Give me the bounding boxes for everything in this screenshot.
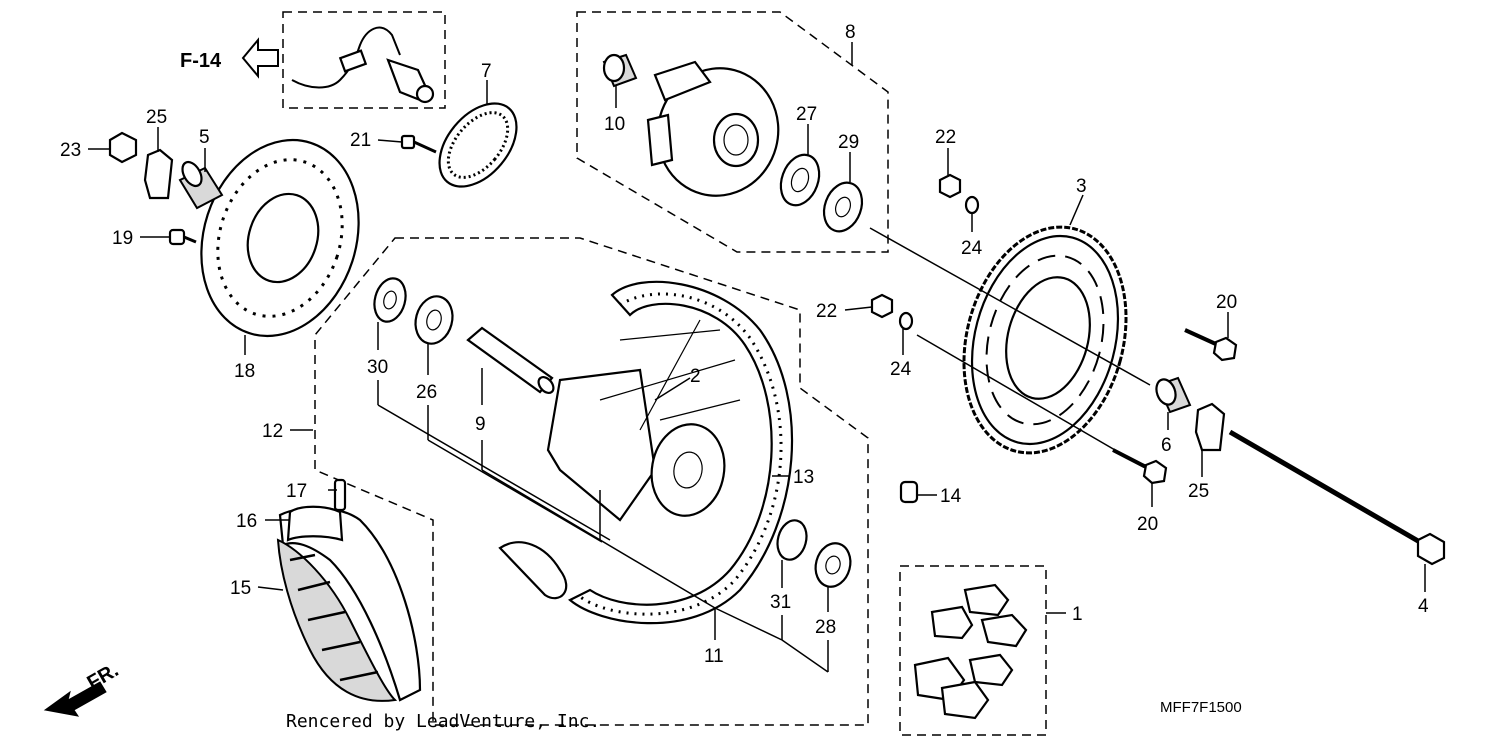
callout-4: 4 [1418, 596, 1429, 617]
final-driven-flange [646, 60, 780, 197]
callout-31: 31 [770, 592, 791, 613]
collar-5 [178, 160, 224, 210]
callout-20a: 20 [1216, 292, 1237, 313]
credit-text: Rencered by LeadVenture, Inc. [286, 711, 600, 732]
washer-24-middle [898, 311, 914, 331]
callout-24b: 24 [890, 359, 912, 380]
callout-28: 28 [815, 617, 836, 638]
callout-26: 26 [416, 382, 437, 403]
bearing-30 [373, 277, 407, 323]
callout-25b: 25 [1188, 481, 1209, 502]
weights-group-box [899, 565, 1047, 736]
bolt-21 [400, 134, 437, 154]
callout-10: 10 [604, 114, 625, 135]
rear-wheel [498, 280, 794, 625]
callout-22a: 22 [935, 127, 956, 148]
callout-13: 13 [793, 467, 814, 488]
valve-17 [333, 478, 347, 512]
callout-21: 21 [350, 130, 371, 151]
brake-disc [200, 138, 360, 338]
distance-collar-9 [466, 326, 555, 394]
hub-collar-10 [602, 53, 638, 88]
pulser-ring-7 [438, 102, 518, 188]
reference-label: F-14 [180, 50, 222, 72]
bracket-25-right [1194, 402, 1226, 452]
callout-20b: 20 [1137, 514, 1158, 535]
rear-tire [276, 507, 422, 702]
bearing-28 [814, 542, 852, 588]
nut-22-middle [870, 293, 894, 319]
diagram-code: MFF7F1500 [1160, 699, 1242, 716]
balance-weights [913, 583, 1028, 720]
nut-23 [108, 131, 138, 164]
reference-arrow-icon [241, 37, 279, 79]
leader-lines [88, 42, 1426, 673]
callout-15: 15 [230, 578, 251, 599]
bracket-25-left [143, 148, 174, 200]
callout-27: 27 [796, 104, 817, 125]
sensor-group-box [282, 11, 446, 109]
hub-group-box [576, 11, 889, 253]
callout-6: 6 [1161, 435, 1172, 456]
callout-3: 3 [1076, 176, 1087, 197]
callout-18: 18 [234, 361, 255, 382]
callout-23: 23 [60, 140, 81, 161]
callout-5: 5 [199, 127, 210, 148]
callout-14: 14 [940, 486, 962, 507]
callout-8: 8 [845, 22, 856, 43]
callout-2: 2 [690, 366, 701, 387]
callout-25a: 25 [146, 107, 167, 128]
o-ring-31 [776, 519, 808, 561]
callout-7: 7 [481, 61, 492, 82]
callout-12: 12 [262, 421, 283, 442]
bearing-27 [779, 153, 821, 207]
stud-bolt-20-lower [1112, 448, 1168, 485]
callout-17: 17 [286, 481, 307, 502]
driven-sprocket-3 [962, 225, 1128, 455]
valve-cap-14 [899, 480, 919, 504]
callout-9: 9 [475, 414, 486, 435]
tube-16 [286, 505, 344, 542]
wheel-speed-sensor [291, 26, 435, 104]
bearing-26 [414, 295, 454, 345]
callout-30: 30 [367, 357, 388, 378]
callout-11: 11 [704, 646, 724, 667]
callout-22b: 22 [816, 301, 837, 322]
bolt-19 [168, 228, 197, 246]
callout-24a: 24 [961, 238, 983, 259]
washer-24-upper [964, 195, 980, 215]
callout-16: 16 [236, 511, 257, 532]
nut-22-upper [938, 173, 962, 199]
rear-axle-4 [1228, 429, 1446, 566]
stud-bolt-20-upper [1184, 328, 1238, 362]
collar-6 [1155, 376, 1192, 414]
callout-29: 29 [838, 132, 859, 153]
callout-1: 1 [1072, 604, 1083, 625]
callout-19: 19 [112, 228, 133, 249]
front-direction-arrow-icon [43, 681, 107, 717]
oil-seal-29 [822, 181, 864, 233]
